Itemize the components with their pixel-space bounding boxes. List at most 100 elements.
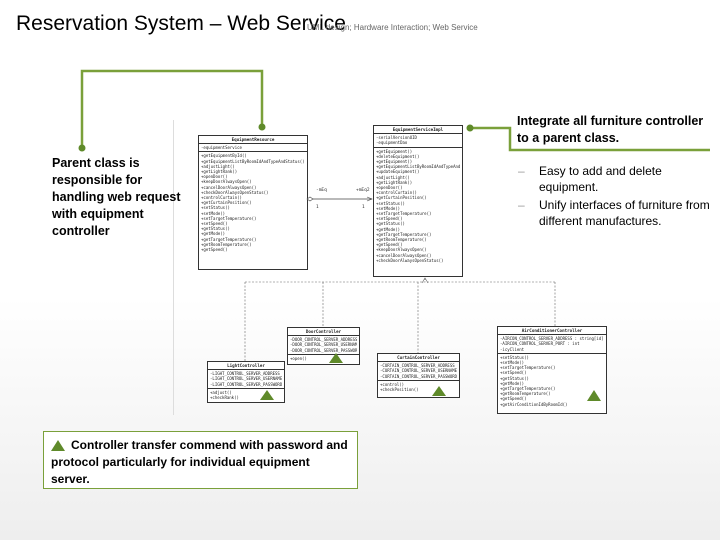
class-member: -AIRCON_CONTROL_SERVER_PORT : int: [500, 341, 580, 347]
class-member: +keepDoorAlwaysOpen(): [201, 179, 252, 185]
left-callout-leader: [80, 69, 264, 148]
class-member: +getSpeed(): [201, 247, 228, 253]
class-member: +getTargetTemperature(): [201, 236, 257, 242]
class-member: +setSpeed(): [500, 370, 527, 376]
class-member: -serialVersionUID: [376, 135, 417, 141]
right-callout-leader: [470, 126, 710, 152]
class-member: +getEquipmentListByRoomIdAndTypeAndStatu…: [376, 164, 460, 170]
dash-bullet: –: [518, 164, 525, 178]
class-member: -DOOR_CONTROL_SERVER_PASSWORD: [290, 347, 357, 353]
benefit-text: Unify interfaces of furniture from diffe…: [539, 198, 710, 228]
class-member: +open(): [290, 355, 307, 361]
class-member: +getLightRank(): [201, 169, 238, 175]
class-member: +setStatus(): [500, 354, 529, 360]
class-methods: +setStatus()+setMode()+setTargetTemperat…: [498, 354, 606, 408]
class-member: +setStatus(): [201, 205, 230, 211]
curtain-controller-class: CurtainController -CURTAIN_CONTROL_SERVE…: [377, 353, 460, 398]
equipment-resource-class: EquipmentResource -equipmentService +get…: [198, 135, 308, 270]
door-controller-marker: [329, 353, 343, 363]
class-name: EquipmentServiceImpl: [374, 126, 462, 135]
class-member: +getTargetTemperature(): [376, 231, 432, 237]
class-member: +cancelDoorAlwaysOpen(): [201, 184, 257, 190]
class-member: -CURTAIN_CONTROL_SERVER_USERNAME: [380, 368, 457, 374]
class-member: +openDoor(): [376, 185, 403, 191]
class-member: -equipmentService: [201, 145, 242, 151]
class-member: +getCurtainPosition(): [376, 195, 427, 201]
class-name: CurtainController: [378, 354, 459, 363]
class-member: +checkRank(): [210, 395, 239, 401]
class-member: +getEquipmentListByRoomIdAndTypeAndStatu…: [201, 158, 305, 164]
class-member: +cancelDoorAlwaysOpen(): [376, 252, 432, 258]
class-member: +controlCurtain(): [201, 195, 242, 201]
benefit-item: –Easy to add and delete equipment.: [518, 163, 718, 195]
page-subtitle: UML design; Hardware Interaction; Web Se…: [307, 23, 478, 32]
class-member: -equipmentDao: [376, 140, 408, 146]
right-callout-text: Integrate all furniture controller to a …: [517, 114, 704, 145]
association-right-role: +mEq2: [356, 188, 370, 193]
light-controller-marker: [260, 390, 274, 400]
class-member: -LIGHT_CONTROL_SERVER_PASSWORD: [210, 381, 282, 387]
class-attributes: -AIRCON_CONTROL_SERVER_ADDRESS : string[…: [498, 335, 606, 354]
class-methods: +getEquipment()+deleteEquipment()+getEqu…: [374, 148, 462, 264]
class-member: +getRoomTemperature(): [500, 391, 551, 397]
class-member: +getEquipmentById(): [201, 153, 247, 159]
benefit-item: –Unify interfaces of furniture from diff…: [518, 197, 718, 229]
door-controller-class: DoorController -DOOR_CONTROL_SERVER_ADDR…: [287, 327, 360, 365]
class-member: +getMode(): [201, 231, 226, 237]
class-methods: +getEquipmentById()+getEquipmentListByRo…: [199, 152, 307, 253]
class-member: +getRoomTemperature(): [201, 241, 252, 247]
class-attributes: -DOOR_CONTROL_SERVER_ADDRESS-DOOR_CONTRO…: [288, 336, 359, 355]
class-member: -LIGHT_CONTROL_SERVER_USERNAME: [210, 376, 282, 382]
left-leader-dot-top: [258, 123, 266, 131]
class-member: +setTargetTemperature(): [376, 211, 432, 217]
class-member: +setSpeed(): [201, 221, 228, 227]
aircon-controller-marker: [587, 390, 601, 401]
class-methods: +open(): [288, 355, 359, 362]
dependency-lines: [244, 278, 556, 361]
class-member: +adjust(): [210, 389, 232, 395]
class-member: +getAirConditionIdByRoomId(): [500, 401, 568, 407]
association-left-role: -mEq: [316, 188, 327, 193]
class-member: +setStatus(): [376, 200, 405, 206]
class-member: +getLightRank(): [376, 179, 413, 185]
class-member: +controlCurtain(): [376, 190, 417, 196]
class-name: LightController: [208, 362, 284, 371]
class-member: -CURTAIN_CONTROL_SERVER_PASSWORD: [380, 373, 457, 379]
class-member: +setTargetTemperature(): [500, 365, 556, 371]
class-attributes: -LIGHT_CONTROL_SERVER_ADDRESS-LIGHT_CONT…: [208, 370, 284, 389]
light-controller-class: LightController -LIGHT_CONTROL_SERVER_AD…: [207, 361, 285, 403]
class-member: +checkPosition(): [380, 387, 419, 393]
association-arrowhead: [366, 196, 373, 202]
class-member: -DOOR_CONTROL_SERVER_ADDRESS: [290, 337, 357, 343]
class-member: +getMode(): [500, 380, 525, 386]
class-member: +checkDoorAlwaysOpenStatus(): [201, 189, 269, 195]
class-member: +setSpeed(): [376, 216, 403, 222]
class-member: +getStatus(): [376, 221, 405, 227]
right-leader-dot: [466, 124, 474, 132]
class-attributes: -serialVersionUID-equipmentDao: [374, 134, 462, 148]
class-member: +getEquipment(): [376, 159, 413, 165]
class-member: +getTargetTemperature(): [500, 386, 556, 392]
class-member: +getStatus(): [500, 375, 529, 381]
class-member: +getMode(): [376, 226, 401, 232]
class-member: +checkDoorAlwaysOpenStatus(): [376, 257, 444, 263]
class-member: +getCurtainPosition(): [201, 200, 252, 206]
class-member: +control(): [380, 381, 405, 387]
dependency-arrowhead: [421, 277, 429, 284]
left-leader-dot-bottom: [78, 144, 86, 152]
class-member: +getEquipment(): [376, 148, 413, 154]
class-member: -DOOR_CONTROL_SERVER_USERNAME: [290, 342, 357, 348]
class-member: +setMode(): [500, 360, 525, 366]
class-member: +deleteEquipment(): [376, 153, 420, 159]
note-box: Controller transfer commend with passwor…: [43, 431, 358, 489]
class-member: +getStatus(): [201, 226, 230, 232]
triangle-marker-icon: [51, 440, 65, 451]
class-member: -AIRCON_CONTROL_SERVER_ADDRESS : string[…: [500, 336, 604, 342]
class-name: DoorController: [288, 328, 359, 337]
class-member: +adjustLight(): [201, 163, 235, 169]
class-methods: +control()+checkPosition(): [378, 381, 459, 393]
left-callout-text: Parent class is responsible for handling…: [52, 156, 181, 238]
aggregation-diamond: [306, 196, 314, 202]
class-member: +getSpeed(): [376, 242, 403, 248]
